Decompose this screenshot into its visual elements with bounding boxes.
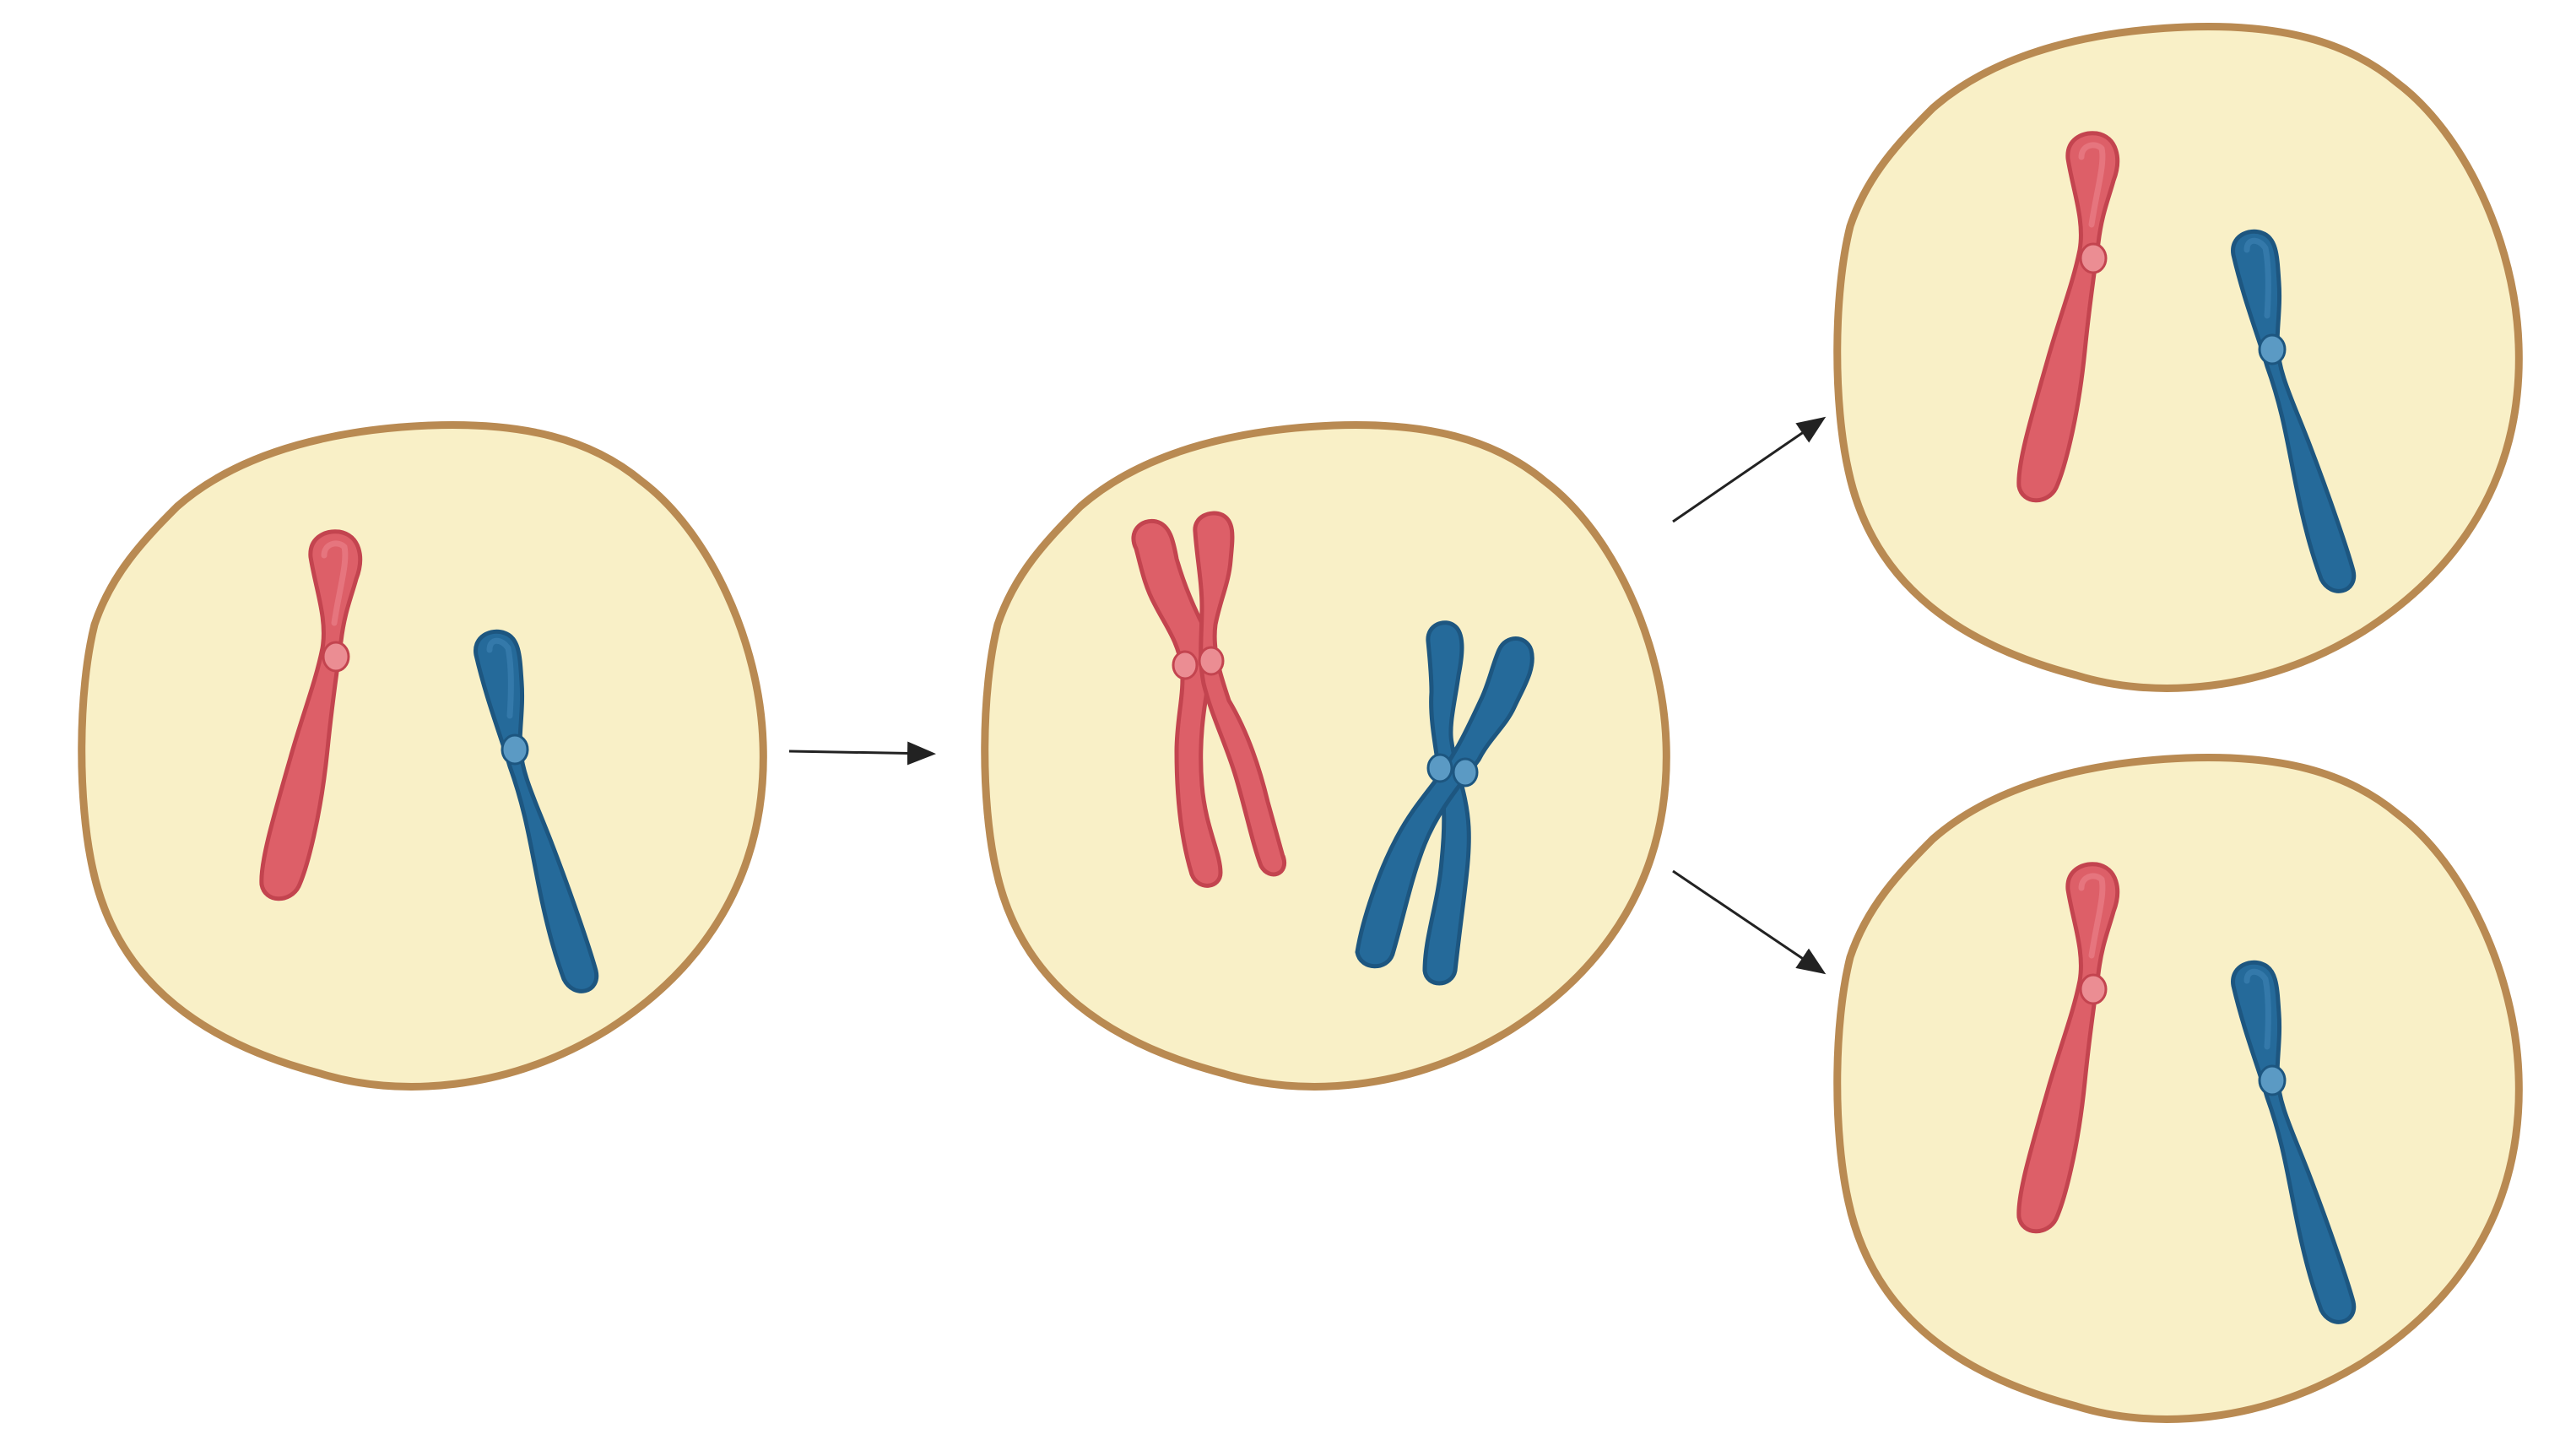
- arrow-up-right: [1672, 416, 1827, 523]
- cell-membrane: [1833, 23, 2523, 692]
- arrow-down-right: [1672, 869, 1827, 975]
- cell-membrane: [78, 421, 767, 1091]
- arrow-right: [788, 741, 936, 766]
- blue-sister-chromatids: [1355, 620, 1534, 986]
- daughter-cell-bottom: [1833, 754, 2523, 1423]
- red-sister-chromatids: [1131, 511, 1287, 888]
- replicated-cell: [981, 421, 1670, 1091]
- cell-membrane: [981, 421, 1670, 1091]
- daughter-cell-top: [1833, 23, 2523, 692]
- cell-membrane: [1833, 754, 2523, 1423]
- parent-cell: [78, 421, 767, 1091]
